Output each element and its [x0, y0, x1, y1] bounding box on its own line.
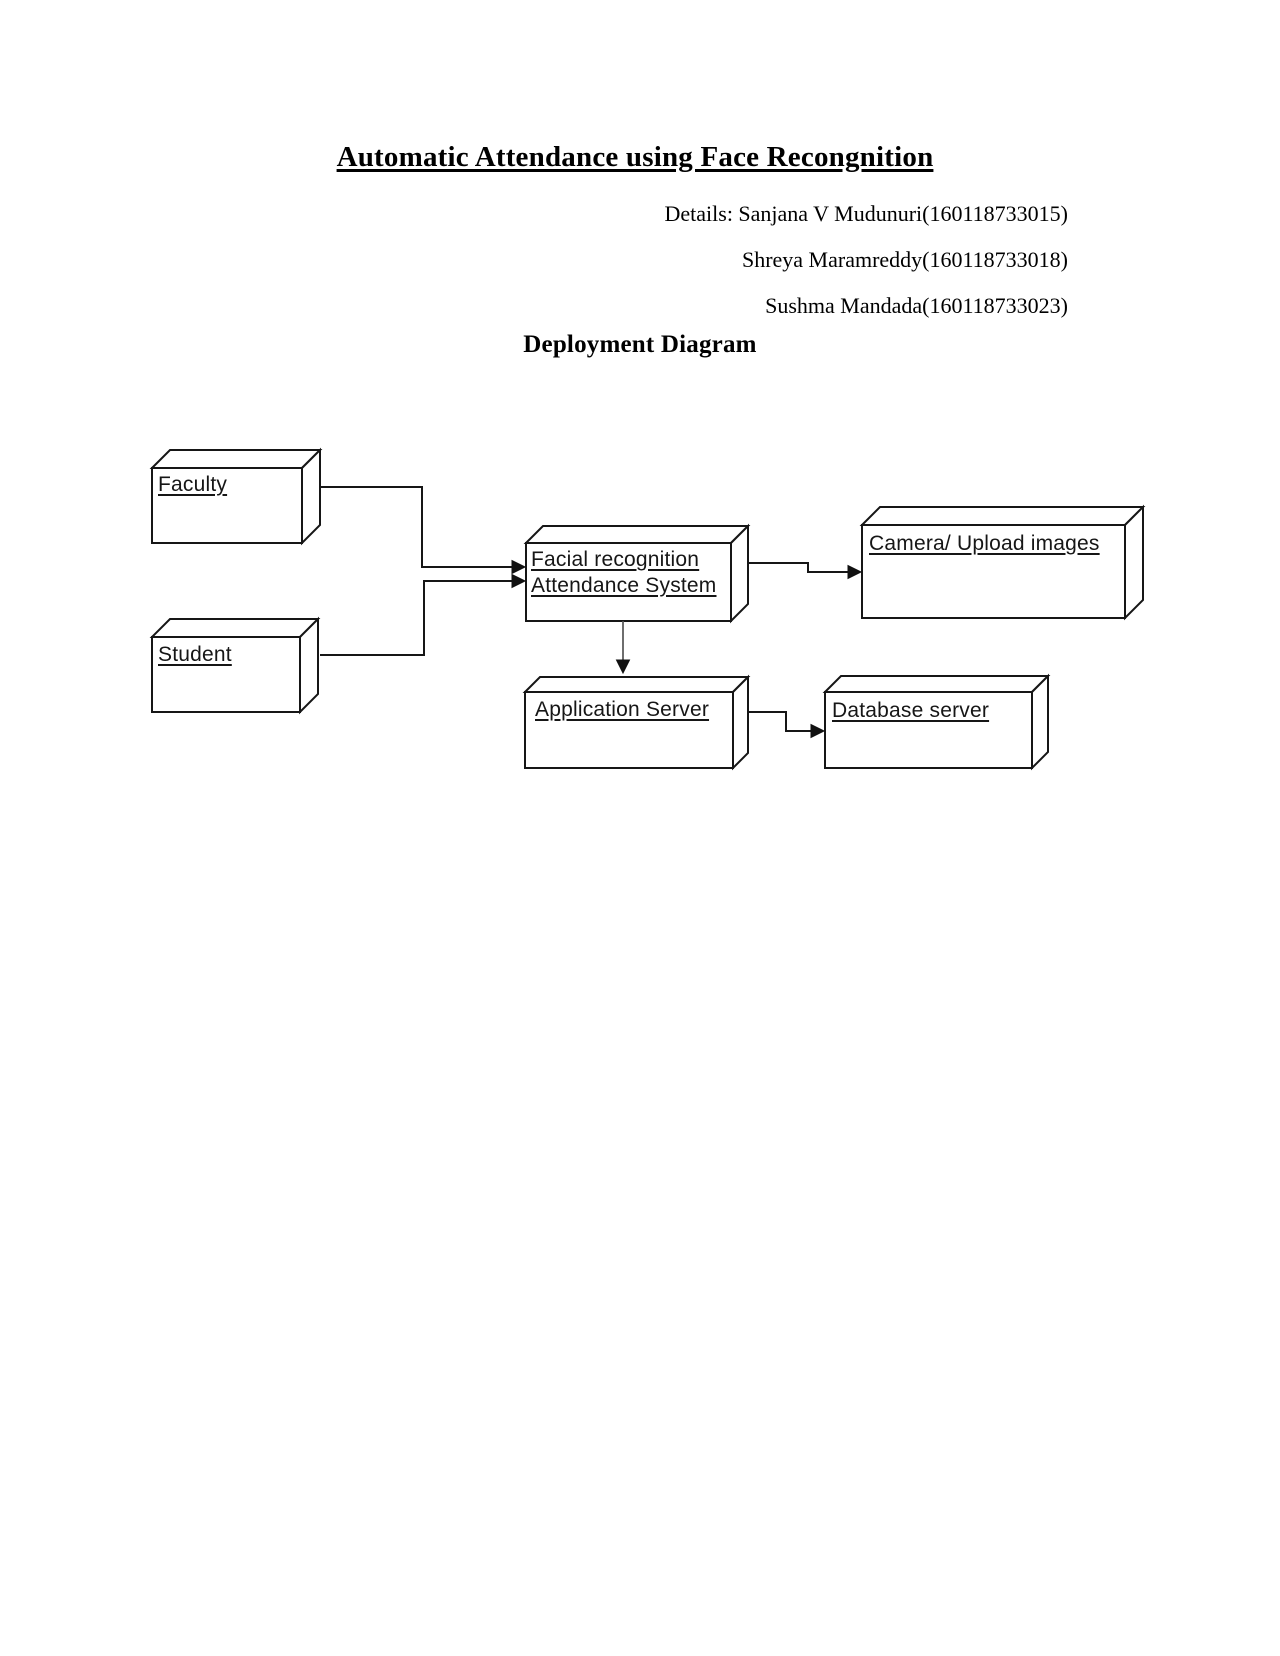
- node-student-front-face: [151, 636, 301, 713]
- node-application-server-front-face: [524, 691, 734, 769]
- node-label-application-server: Application Server: [535, 697, 709, 723]
- node-label-camera-upload-images: Camera/ Upload images: [869, 531, 1100, 557]
- node-label-faculty: Faculty: [158, 472, 227, 498]
- connector-system-to-appserver-arrowhead: [615, 659, 631, 675]
- node-label-database-server-line-1: Database server: [832, 699, 990, 722]
- connector-appserver-to-database-arrowhead: [810, 723, 826, 739]
- node-faculty-front-face: [151, 467, 303, 544]
- node-label-application-server-line-1: Application Server: [535, 698, 710, 721]
- node-label-facial-recognition-attendance-system-line-2: Attendance System: [531, 574, 717, 597]
- node-label-student-line-1: Student: [158, 643, 232, 666]
- node-label-camera-upload-images-line-1: Camera/ Upload images: [869, 532, 1100, 555]
- details-line-2: Shreya Maramreddy(160118733018): [741, 247, 1068, 272]
- section-heading: Deployment Diagram: [523, 331, 757, 358]
- connector-appserver-to-database-line: [748, 711, 813, 732]
- connector-faculty-to-system-line: [320, 486, 514, 568]
- connector-student-to-system-arrowhead: [511, 573, 527, 589]
- connector-system-to-camera-line: [748, 562, 850, 573]
- connector-student-to-system-line: [320, 580, 514, 656]
- details-block: Details: Sanjana V Mudunuri(160118733015…: [665, 191, 1069, 329]
- connector-faculty-to-system-arrowhead: [511, 559, 527, 575]
- connector-system-to-camera-arrowhead: [847, 564, 863, 580]
- node-label-facial-recognition-attendance-system-line-1: Facial recognition: [531, 548, 700, 571]
- node-label-faculty-line-1: Faculty: [158, 473, 228, 496]
- details-line-1: Details: Sanjana V Mudunuri(160118733015…: [664, 201, 1069, 226]
- page-title: Automatic Attendance using Face Recongni…: [336, 141, 934, 173]
- node-facial-recognition-attendance-system-front-face: [525, 542, 732, 622]
- node-camera-upload-images-front-face: [861, 524, 1126, 619]
- node-label-student: Student: [158, 642, 232, 668]
- node-label-database-server: Database server: [832, 698, 989, 724]
- node-database-server-front-face: [824, 691, 1033, 769]
- details-line-3: Sushma Mandada(160118733023): [765, 293, 1068, 318]
